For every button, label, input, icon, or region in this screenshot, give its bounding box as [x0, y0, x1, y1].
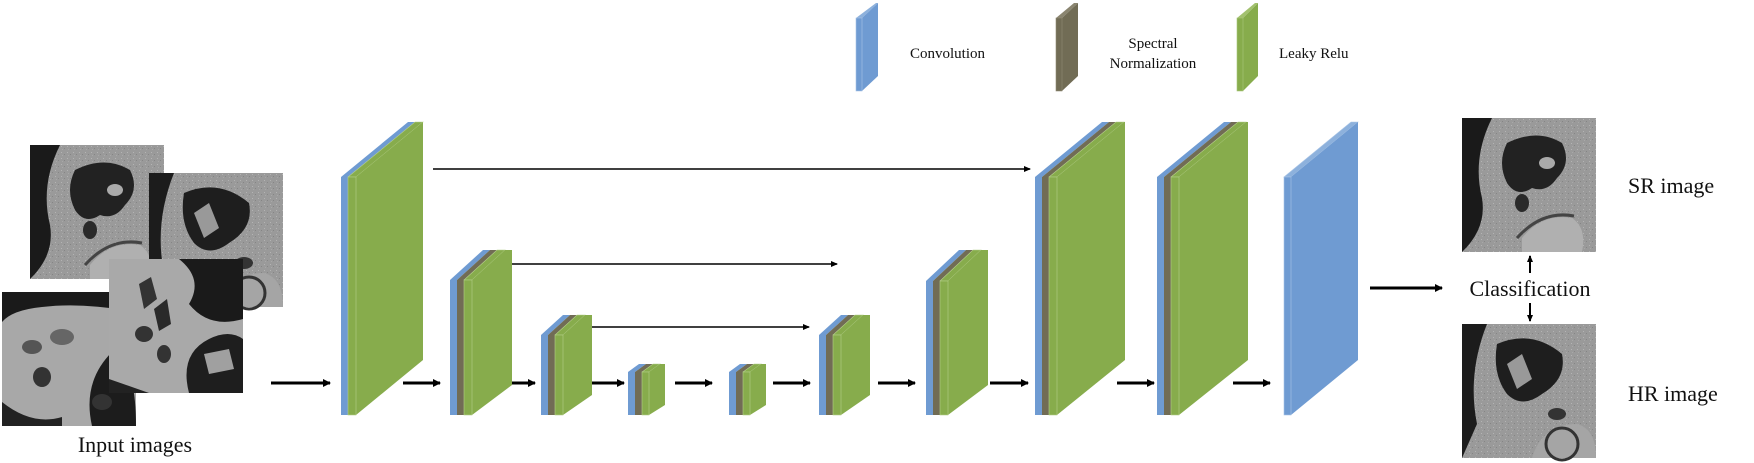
block-dec1 [729, 363, 766, 416]
classification-label: Classification [1470, 276, 1591, 301]
block-output-conv [1283, 121, 1359, 416]
legend-spectral-normalization-swatch [1055, 3, 1078, 92]
block-enc1 [341, 121, 424, 416]
input-images-label: Input images [78, 432, 192, 457]
block-dec4 [1035, 121, 1125, 416]
skip-connections [433, 166, 1031, 330]
block-enc4 [628, 363, 665, 416]
sr-image [1460, 116, 1598, 254]
legend-spectral-label-line2: Normalization [1110, 56, 1197, 72]
legend-spectral-label-line1: Spectral [1128, 36, 1177, 52]
legend-convolution-label: Convolution [910, 46, 986, 62]
input-image-tile-1 [28, 143, 166, 281]
legend-convolution-swatch [855, 3, 878, 92]
block-dec3 [926, 249, 988, 416]
legend: Convolution Spectral Normalization Leaky… [855, 3, 1349, 92]
input-image-tile-4 [109, 259, 243, 393]
legend-leaky-relu-swatch [1236, 3, 1258, 92]
block-dec2 [819, 314, 870, 416]
hr-image [1460, 322, 1598, 462]
sr-image-label: SR image [1628, 173, 1714, 198]
input-images-stack [2, 143, 285, 426]
legend-leaky-relu-label: Leaky Relu [1279, 46, 1349, 62]
block-enc2 [450, 249, 512, 416]
hr-image-label: HR image [1628, 381, 1718, 406]
block-enc3 [541, 314, 592, 416]
block-dec5 [1157, 121, 1248, 416]
